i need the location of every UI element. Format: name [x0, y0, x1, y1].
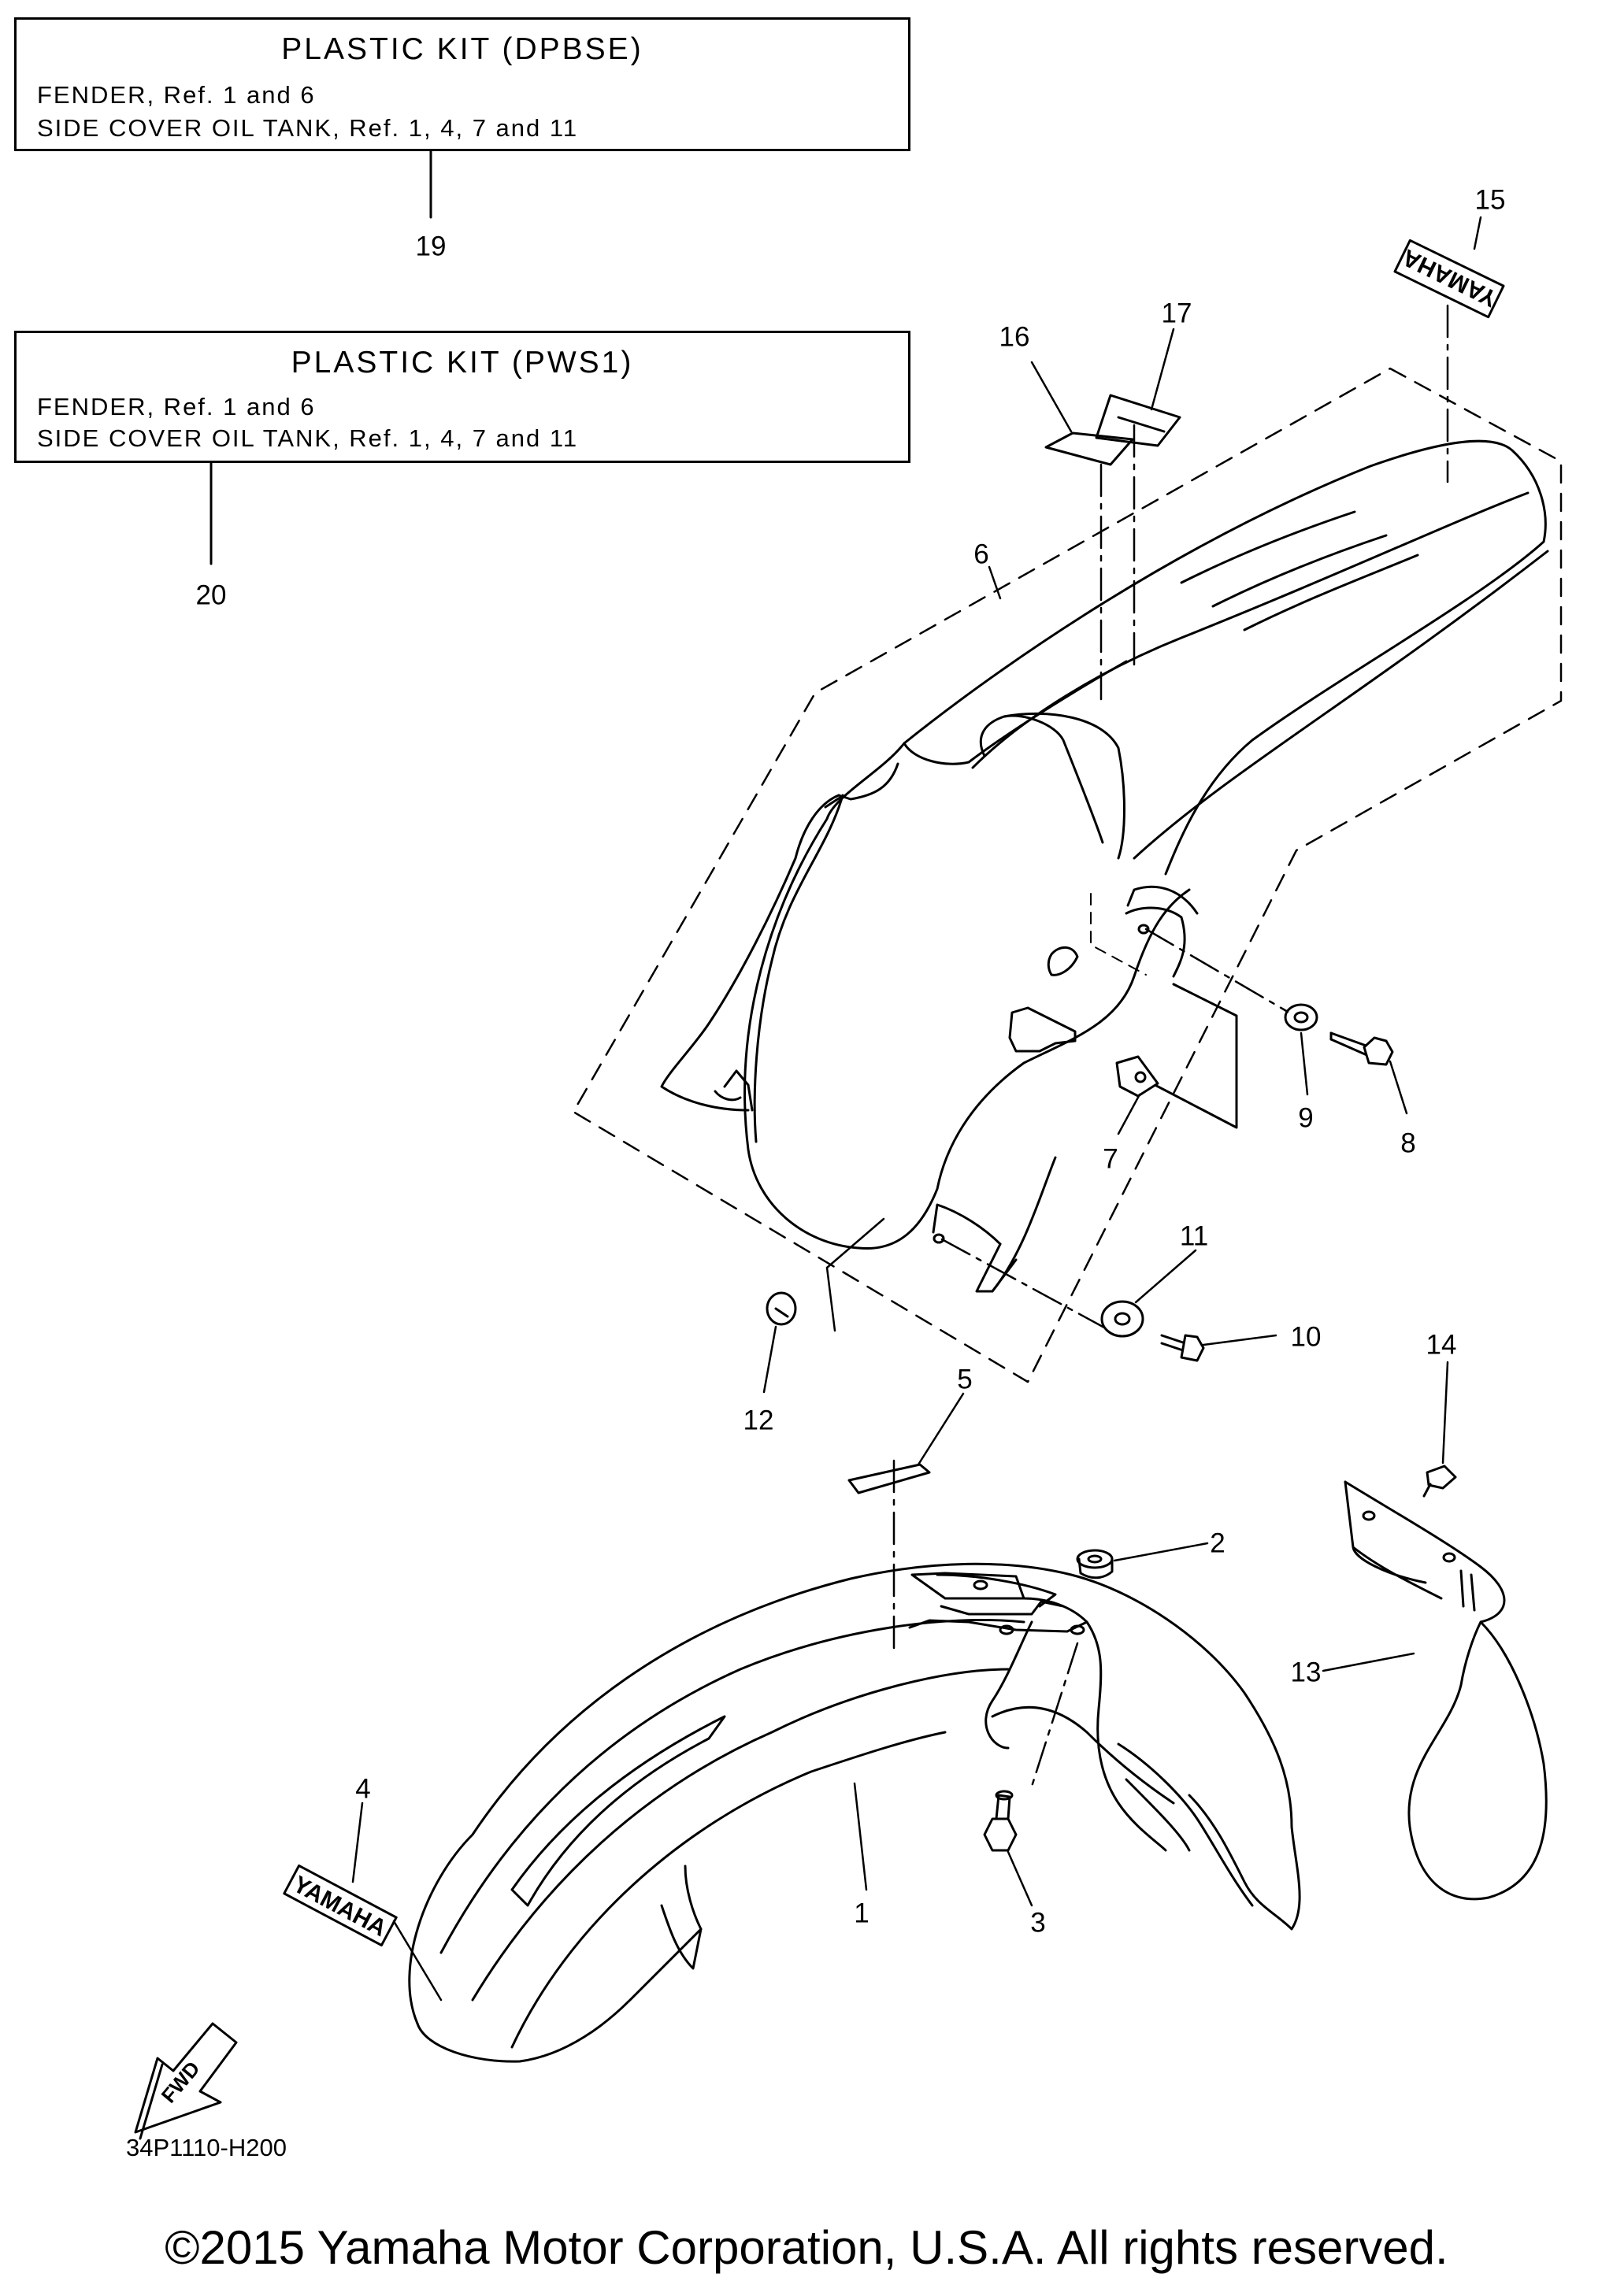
front-fender	[408, 1562, 1301, 2063]
callout-20: 20	[195, 580, 227, 611]
washer-9	[1284, 1003, 1318, 1031]
emblem-15: YAMAHA	[1393, 239, 1505, 319]
mount-indicator	[1090, 893, 1147, 976]
callout-9: 9	[1298, 1102, 1314, 1134]
kit-title: PLASTIC KIT (DPBSE)	[281, 32, 643, 66]
assembly-boundary	[572, 367, 1563, 1383]
callout-14: 14	[1426, 1329, 1457, 1361]
callout-3: 3	[1030, 1907, 1046, 1939]
label-17	[1095, 394, 1181, 447]
bolt-8	[1329, 1031, 1394, 1066]
kit-line-fender: FENDER, Ref. 1 and 6	[37, 393, 316, 420]
bolt-3	[983, 1790, 1018, 1852]
callout-12: 12	[743, 1405, 774, 1436]
callout-leaders	[351, 216, 1482, 2002]
label-5	[847, 1463, 931, 1494]
washer-11	[1100, 1300, 1144, 1338]
callout-5: 5	[957, 1364, 973, 1395]
callout-11: 11	[1179, 1220, 1209, 1252]
copyright-notice: ©2015 Yamaha Motor Corporation, U.S.A. A…	[165, 2221, 1448, 2274]
callout-2: 2	[1210, 1528, 1226, 1559]
emblem-4: YAMAHA	[283, 1864, 398, 1947]
callout-13: 13	[1290, 1657, 1322, 1688]
collar-12	[766, 1291, 797, 1326]
kit-line-side-cover: SIDE COVER OIL TANK, Ref. 1, 4, 7 and 11	[37, 114, 579, 142]
kit-title: PLASTIC KIT (PWS1)	[291, 346, 634, 380]
kit-line-fender: FENDER, Ref. 1 and 6	[37, 81, 316, 109]
plastic-kit-box-pws1: PLASTIC KIT (PWS1) FENDER, Ref. 1 and 6 …	[14, 331, 910, 463]
label-16	[1044, 431, 1134, 466]
plastic-kit-box-dpbse: PLASTIC KIT (DPBSE) FENDER, Ref. 1 and 6…	[14, 17, 910, 151]
callout-8: 8	[1400, 1128, 1416, 1159]
washer-11-hole	[1114, 1312, 1131, 1326]
assembly-centerlines	[892, 304, 1449, 1793]
callout-19: 19	[415, 231, 447, 262]
callout-16: 16	[999, 321, 1030, 353]
inset-plate	[1126, 983, 1238, 1129]
callout-6: 6	[973, 539, 989, 570]
callout-15: 15	[1474, 184, 1506, 216]
kit-line-side-cover: SIDE COVER OIL TANK, Ref. 1, 4, 7 and 11	[37, 424, 579, 452]
callout-17: 17	[1161, 298, 1192, 329]
mud-flap-13	[1344, 1480, 1548, 1901]
nut-7	[1115, 1055, 1159, 1098]
grommet-2	[1076, 1549, 1114, 1579]
callout-4: 4	[355, 1773, 371, 1805]
fwd-arrow-icon: FWD	[134, 2022, 238, 2140]
callout-1: 1	[854, 1898, 870, 1929]
callout-10: 10	[1290, 1321, 1322, 1353]
washer-9-hole	[1293, 1011, 1309, 1024]
bolt-10	[1160, 1334, 1205, 1362]
callout-7: 7	[1103, 1143, 1118, 1175]
screw-14	[1422, 1465, 1457, 1498]
diagram-code: 34P1110-H200	[126, 2134, 287, 2161]
rear-fender	[660, 439, 1549, 1293]
nut-7-hole	[1134, 1071, 1147, 1083]
